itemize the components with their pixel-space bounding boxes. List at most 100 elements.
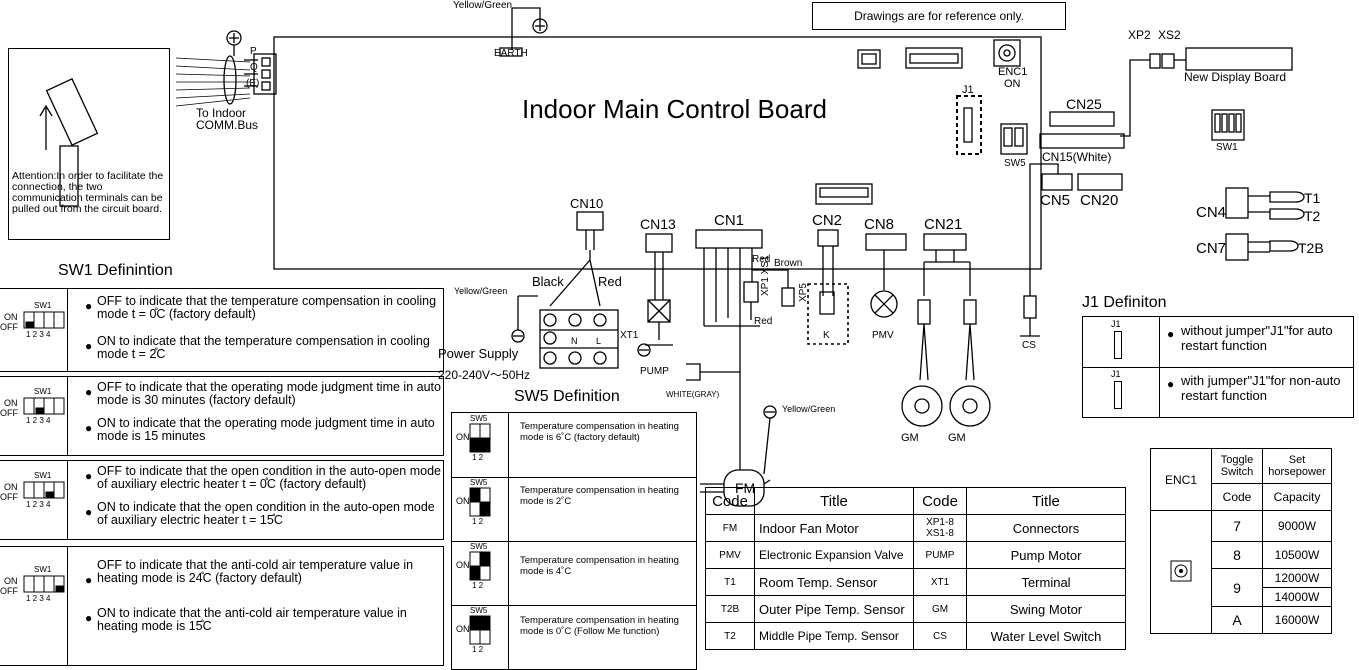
j1-title: J1 Definiton [1082,294,1167,311]
label-cn2: CN2 [812,212,843,229]
label-cn5: CN5 [1040,192,1071,209]
sw5-on-4: ON [456,624,470,634]
sw5-nums-1: 1 2 [472,453,484,462]
label-red-cn1: Red [752,254,771,265]
label-k: K [823,330,830,341]
label-xp2: XP2 [1128,28,1151,42]
label-red: Red [598,274,622,289]
label-cn25: CN25 [1066,96,1102,112]
sw5-title: SW5 Definition [514,388,620,405]
j1-row-2-sym: J1 [1111,369,1121,379]
sw5-label-3: SW5 [470,542,488,551]
j1-table: J1 J1 ● without jumper"J1"for auto resta… [1082,316,1354,418]
table-row: 9 12000W [1151,568,1332,607]
sw5-table: Temperature compensation in heating mode… [451,412,697,670]
label-sw5-board: SW5 [1004,158,1026,169]
label-sw1-board: SW1 [1216,142,1238,153]
label-cn7: CN7 [1196,240,1227,257]
sw1-label-2: SW1 [34,387,52,396]
j1-row-1-text: without jumper"J1"for auto restart funct… [1181,323,1333,353]
sw1-row-4: ●OFF to indicate that the anti-cold air … [0,546,444,666]
sw5-row-2: Temperature compensation in heating mode… [452,477,696,542]
table-row: PMV Electronic Expansion Valve PUMP Pump… [705,541,1126,569]
sw1-on-1: ON [4,312,18,322]
sw5-label-2: SW5 [470,478,488,487]
label-cn8: CN8 [864,216,895,233]
main-board-outline [273,36,1042,270]
label-cn20: CN20 [1080,192,1119,209]
sw1-title: SW1 Definintion [58,262,173,279]
sw5-nums-3: 1 2 [472,581,484,590]
enc1-table: ENC1 Toggle Switch Set horsepower Code C… [1150,448,1332,634]
j1-row-1-sym: J1 [1111,319,1121,329]
label-cn13: CN13 [640,216,676,232]
label-j1-board: J1 [962,84,974,96]
code-table: Code Title Code Title FM Indoor Fan Moto… [705,487,1126,650]
sw1-off-4: OFF [0,586,18,596]
sw1-label-3: SW1 [34,471,52,480]
label-xs2: XS2 [1158,28,1181,42]
label-cn10: CN10 [570,196,604,211]
sw5-row-3-text: Temperature compensation in heating mode… [520,555,679,577]
label-t1: T1 [1304,190,1321,206]
sw1-row-1-on: ON to indicate that the temperature comp… [97,334,430,361]
label-gm-1: GM [901,432,919,444]
sw1-row-3: ●OFF to indicate that the open condition… [0,460,444,540]
sw1-nums-2: 1 2 3 4 [26,416,51,425]
j1-row-2-text: with jumper"J1"for non-auto restart func… [1181,373,1341,403]
board-title: Indoor Main Control Board [522,94,827,124]
table-row: T1 Room Temp. Sensor XT1 Terminal [705,568,1126,596]
sw1-row-2: ●OFF to indicate that the operating mode… [0,376,444,456]
sw5-on-3: ON [456,560,470,570]
label-xp5: XP5 [798,283,809,302]
sw1-nums-3: 1 2 3 4 [26,500,51,509]
code-table-header: Code Title Code Title [705,487,1126,515]
sw1-on-3: ON [4,482,18,492]
label-earth: EARTH [494,48,528,59]
label-cs: CS [1022,340,1036,351]
label-voltage: 220-240V～50Hz [438,368,531,382]
label-xt1: XT1 [620,330,639,341]
attention-box: Attention:In order to facilitate the con… [8,48,170,240]
sw1-label-1: SW1 [34,301,52,310]
sw5-on-2: ON [456,496,470,506]
label-l: L [596,336,602,346]
label-q: Q [250,62,258,73]
reference-note: Drawings are for reference only. [812,2,1066,30]
label-cn21: CN21 [924,216,963,233]
sw1-symbol [0,289,68,371]
label-yellow-green-left: Yellow/Green [454,286,508,296]
enc1-hp-header: Set horsepower [1262,448,1332,484]
label-pump: PUMP [640,366,669,377]
label-t2: T2 [1304,208,1321,224]
label-yellow-green-fm: Yellow/Green [782,404,836,414]
reference-note-text: Drawings are for reference only. [854,9,1024,23]
label-t2b: T2B [1298,240,1324,256]
sw1-nums-4: 1 2 3 4 [26,594,51,603]
label-cn1: CN1 [714,212,745,229]
sw1-row-1: ●OFF to indicate that the temperature co… [0,288,444,372]
enc1-rotary-icon [1150,510,1212,634]
enc1-capacity-subheader: Capacity [1262,483,1332,511]
sw5-row-4: Temperature compensation in heating mode… [452,605,696,669]
sw5-row-3: Temperature compensation in heating mode… [452,541,696,606]
sw1-nums-1: 1 2 3 4 [26,330,51,339]
sw1-row-4-on: ON to indicate that the anti-cold air te… [97,606,407,633]
label-pmv: PMV [872,330,894,341]
label-cn4: CN4 [1196,204,1227,221]
enc1-code-subheader: Code [1211,483,1263,511]
sw1-on-4: ON [4,576,18,586]
table-row: T2 Middle Pipe Temp. Sensor CS Water Lev… [705,622,1126,650]
sw1-row-2-off: OFF to indicate that the operating mode … [97,380,441,407]
sw5-row-2-text: Temperature compensation in heating mode… [520,485,679,507]
enc1-header: ENC1 [1150,448,1212,511]
label-white-gray: WHITE(GRAY) [666,390,720,399]
sw1-off-3: OFF [0,492,18,502]
sw5-nums-4: 1 2 [472,645,484,654]
label-black: Black [532,274,564,289]
label-yellow-green-top: Yellow/Green [453,0,513,11]
sw5-label-4: SW5 [470,606,488,615]
label-xp1-xs1: XP1 XS1 [760,255,771,296]
label-new-display-board: New Display Board [1184,70,1287,84]
sw1-on-2: ON [4,398,18,408]
